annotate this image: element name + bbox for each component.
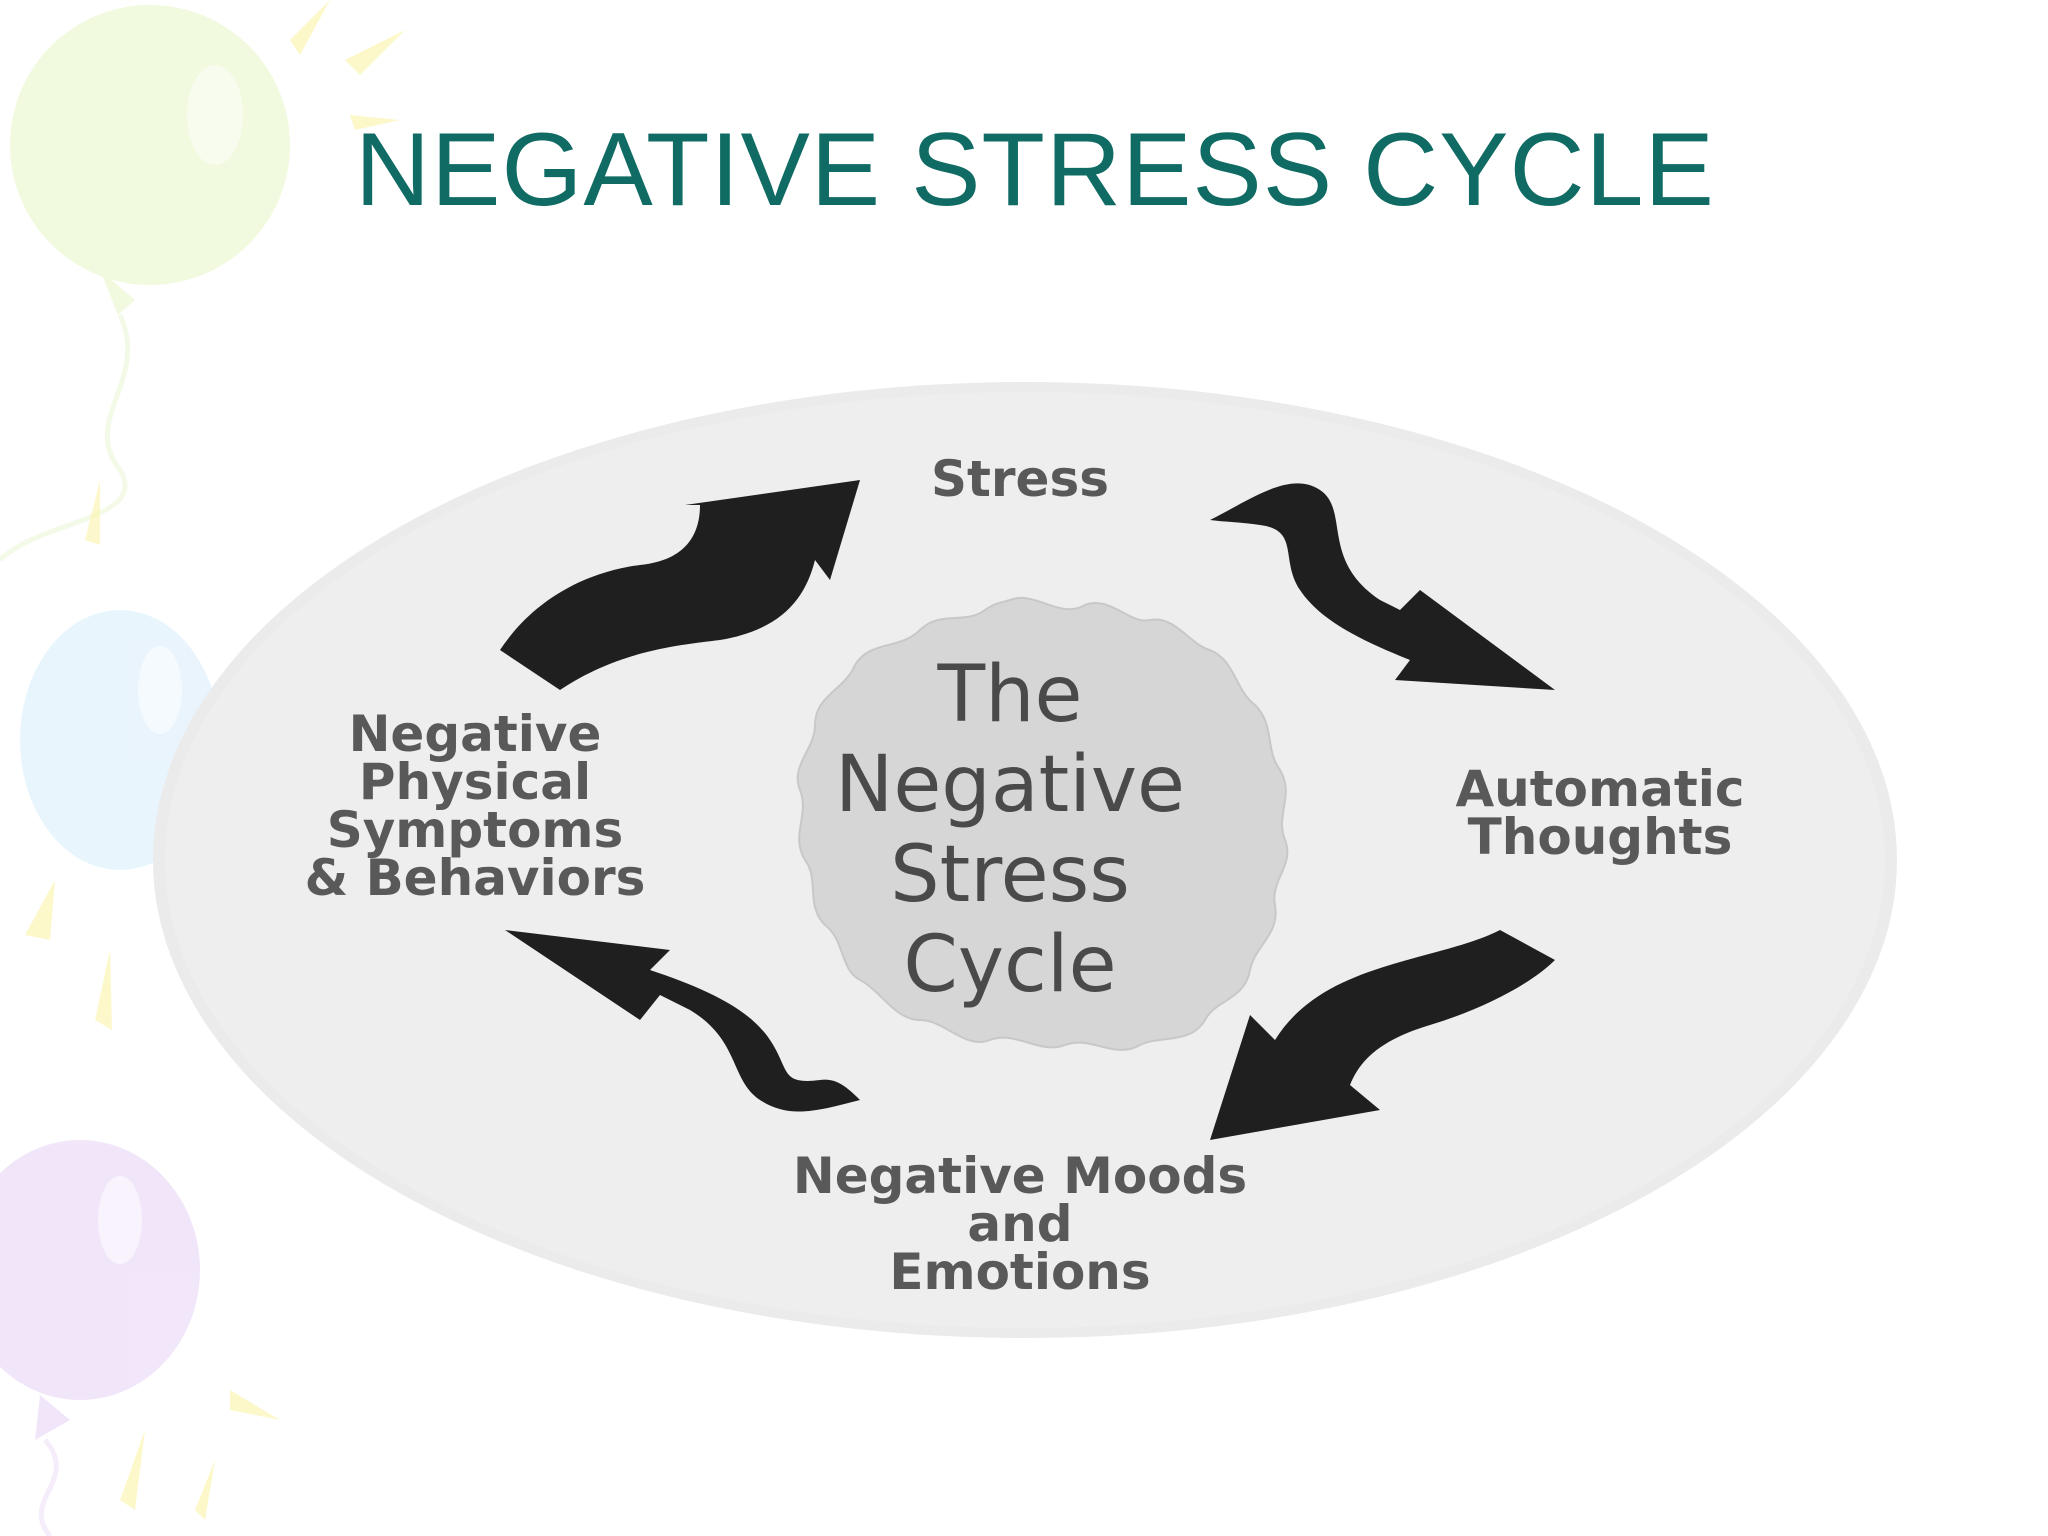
node-negative-moods: Negative Moods and Emotions <box>690 1147 1350 1301</box>
green-balloon-icon <box>0 5 290 562</box>
slide-title: NEGATIVE STRESS CYCLE <box>355 112 1715 228</box>
node-moods-line: Negative Moods <box>792 1147 1248 1205</box>
node-physical-symptoms: Negative Physical Symptoms & Behaviors <box>230 705 720 907</box>
arrow-thoughts-to-moods-icon <box>1210 930 1555 1140</box>
center-line: The <box>937 650 1083 740</box>
node-stress: Stress <box>880 450 1160 508</box>
node-physical-line: Symptoms <box>326 801 624 859</box>
node-moods-line: and <box>967 1195 1073 1253</box>
node-physical-line: Negative <box>348 705 602 763</box>
node-stress-line: Stress <box>930 450 1109 508</box>
arrow-stress-to-thoughts-icon <box>1210 483 1555 690</box>
center-title: The Negative Stress Cycle <box>720 650 1300 1010</box>
node-physical-line: & Behaviors <box>304 849 646 907</box>
node-thoughts-line: Automatic <box>1455 760 1745 818</box>
center-blob <box>796 597 1289 1051</box>
center-line: Stress <box>890 830 1130 920</box>
node-thoughts-line: Thoughts <box>1467 808 1733 866</box>
purple-balloon-icon <box>0 1140 200 1536</box>
arrow-physical-to-stress-icon <box>500 480 860 690</box>
node-automatic-thoughts: Automatic Thoughts <box>1380 760 1820 866</box>
node-physical-line: Physical <box>358 753 592 811</box>
node-moods-line: Emotions <box>889 1243 1151 1301</box>
arrow-moods-to-physical-icon <box>505 930 860 1112</box>
yellow-ray-icons <box>25 0 405 1520</box>
center-line: Cycle <box>903 920 1117 1010</box>
center-line: Negative <box>834 740 1186 830</box>
